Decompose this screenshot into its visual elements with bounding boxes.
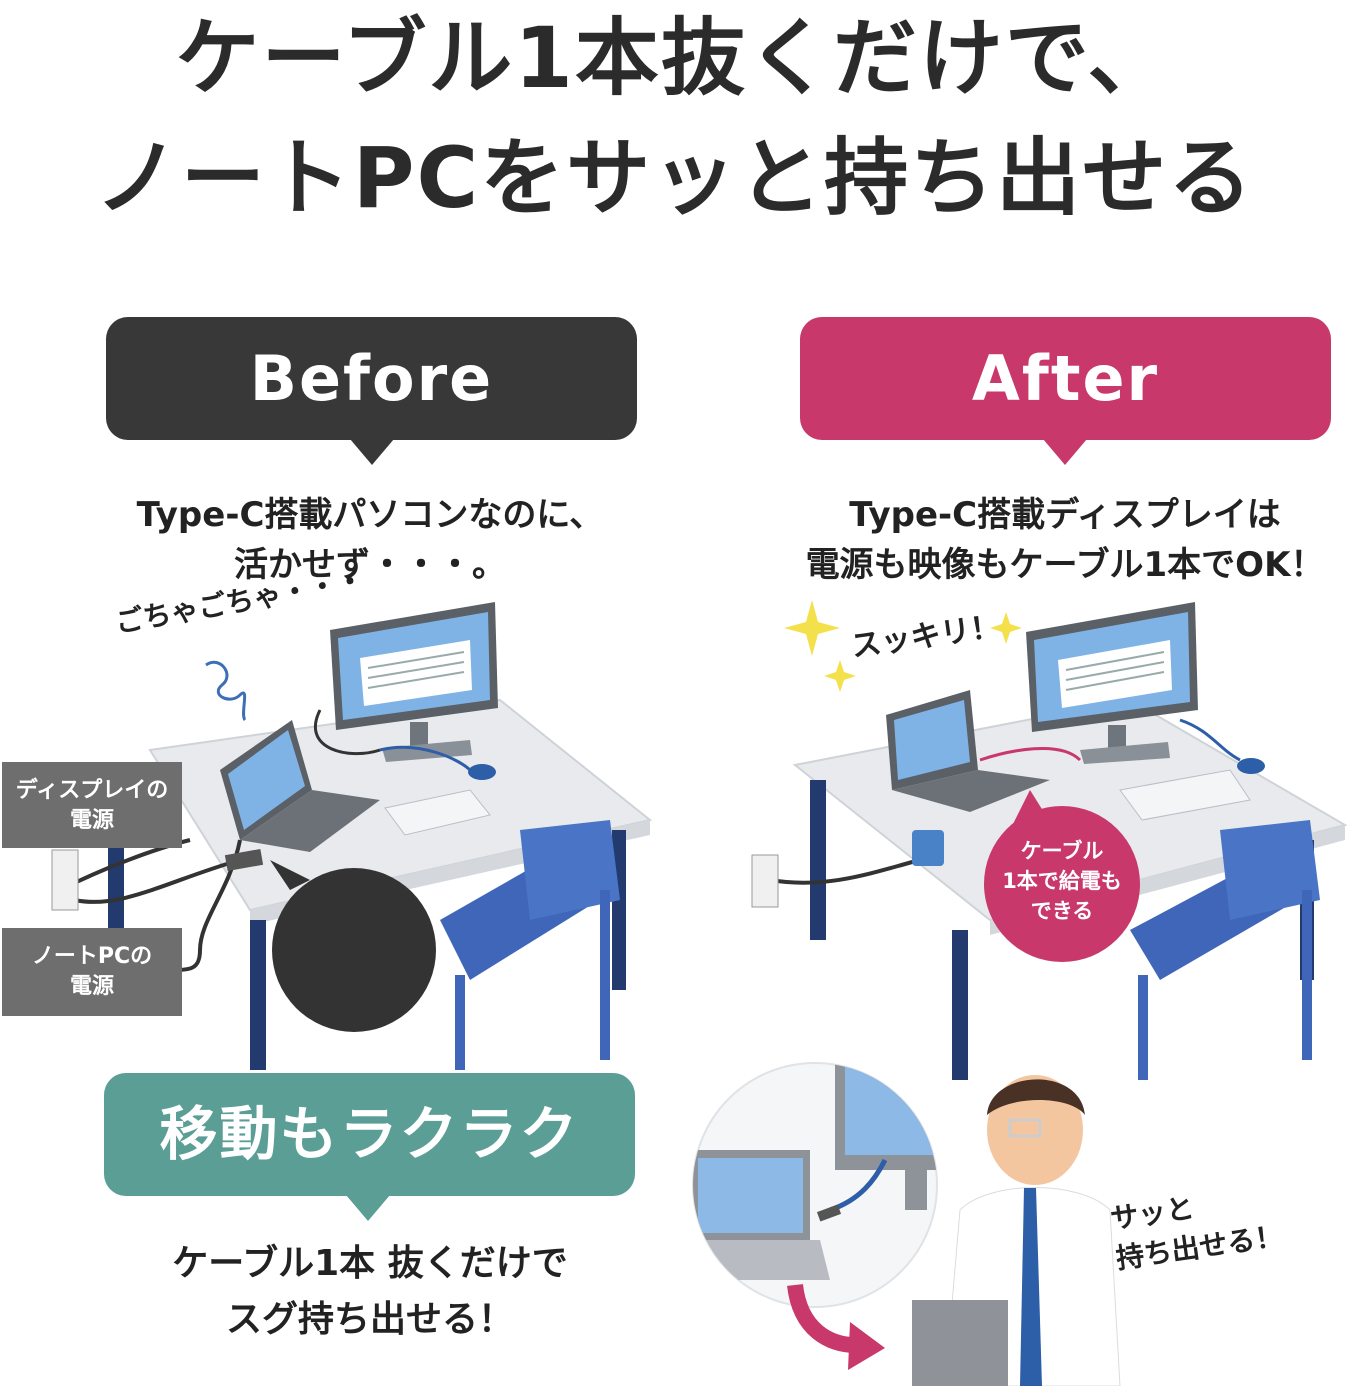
before-caption: Type-C搭載パソコンなのに、 活かせず・・・。 bbox=[60, 490, 680, 590]
after-bubble-tail bbox=[1043, 439, 1087, 465]
badge-line3: できる bbox=[1030, 899, 1094, 923]
after-caption-line1: Type-C搭載ディスプレイは bbox=[849, 495, 1281, 535]
single-cable-power-badge: ケーブル 1本で給電も できる bbox=[984, 806, 1140, 962]
unplug-illustration bbox=[692, 1062, 1121, 1386]
before-caption-line2: 活かせず・・・。 bbox=[234, 545, 506, 585]
headline-line2: ノートPCをサッと持ち出せる bbox=[94, 129, 1255, 227]
before-desk-illustration bbox=[51, 602, 653, 1070]
move-caption-line2: スグ持ち出せる！ bbox=[225, 1299, 514, 1340]
before-caption-line1: Type-C搭載パソコンなのに、 bbox=[136, 495, 604, 535]
move-caption: ケーブル1本 抜くだけで スグ持ち出せる！ bbox=[60, 1236, 680, 1348]
move-label: 移動もラクラク bbox=[104, 1073, 635, 1196]
laptop-power-label: ノートPCの 電源 bbox=[2, 928, 182, 1016]
after-caption: Type-C搭載ディスプレイは 電源も映像もケーブル1本でOK！ bbox=[760, 490, 1349, 590]
badge-line1: ケーブル bbox=[1020, 839, 1104, 863]
move-caption-line1: ケーブル1本 抜くだけで bbox=[172, 1243, 568, 1284]
laptop-power-line2: 電源 bbox=[69, 974, 114, 999]
badge-line2: 1本で給電も bbox=[1002, 869, 1122, 893]
display-power-line1: ディスプレイの bbox=[15, 778, 169, 803]
before-bubble-tail bbox=[350, 439, 394, 465]
before-label: Before bbox=[106, 317, 637, 440]
laptop-power-line1: ノートPCの bbox=[31, 944, 153, 969]
display-power-line2: 電源 bbox=[69, 808, 114, 833]
after-label: After bbox=[800, 317, 1331, 440]
headline-line1: ケーブル1本抜くだけで、 bbox=[175, 9, 1174, 107]
move-bubble-tail bbox=[346, 1195, 390, 1221]
after-caption-line2: 電源も映像もケーブル1本でOK！ bbox=[805, 545, 1325, 585]
display-power-label: ディスプレイの 電源 bbox=[2, 762, 182, 848]
